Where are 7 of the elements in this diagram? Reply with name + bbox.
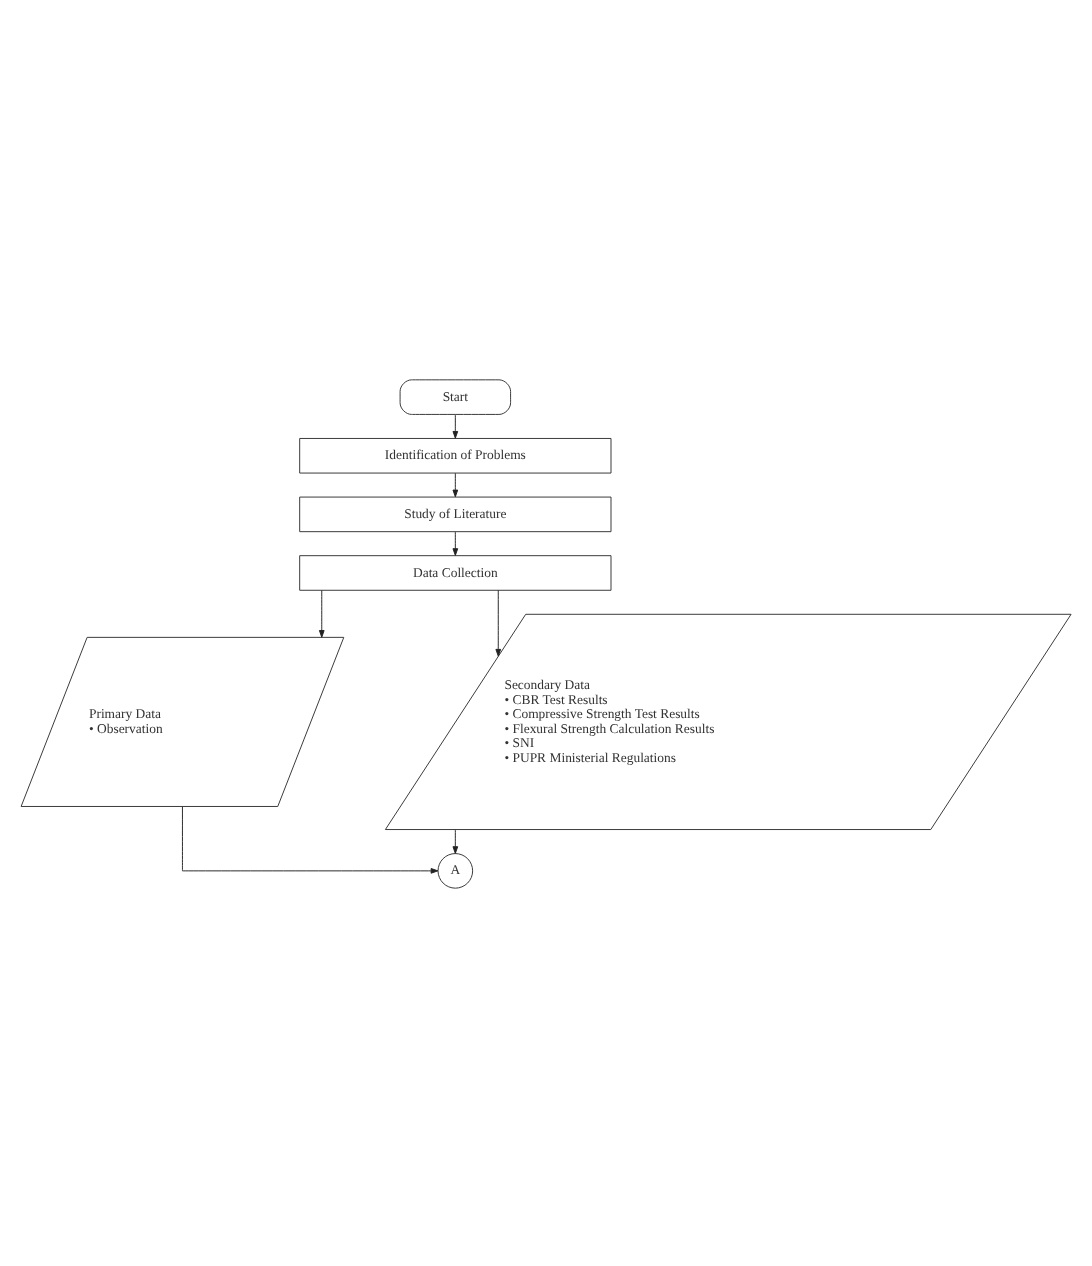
arrow (181, 805, 439, 873)
arrow (452, 471, 459, 497)
arrow (452, 413, 459, 438)
arrow (495, 588, 502, 656)
arrow (452, 530, 459, 555)
arrow (452, 828, 459, 853)
arrow (318, 588, 325, 637)
